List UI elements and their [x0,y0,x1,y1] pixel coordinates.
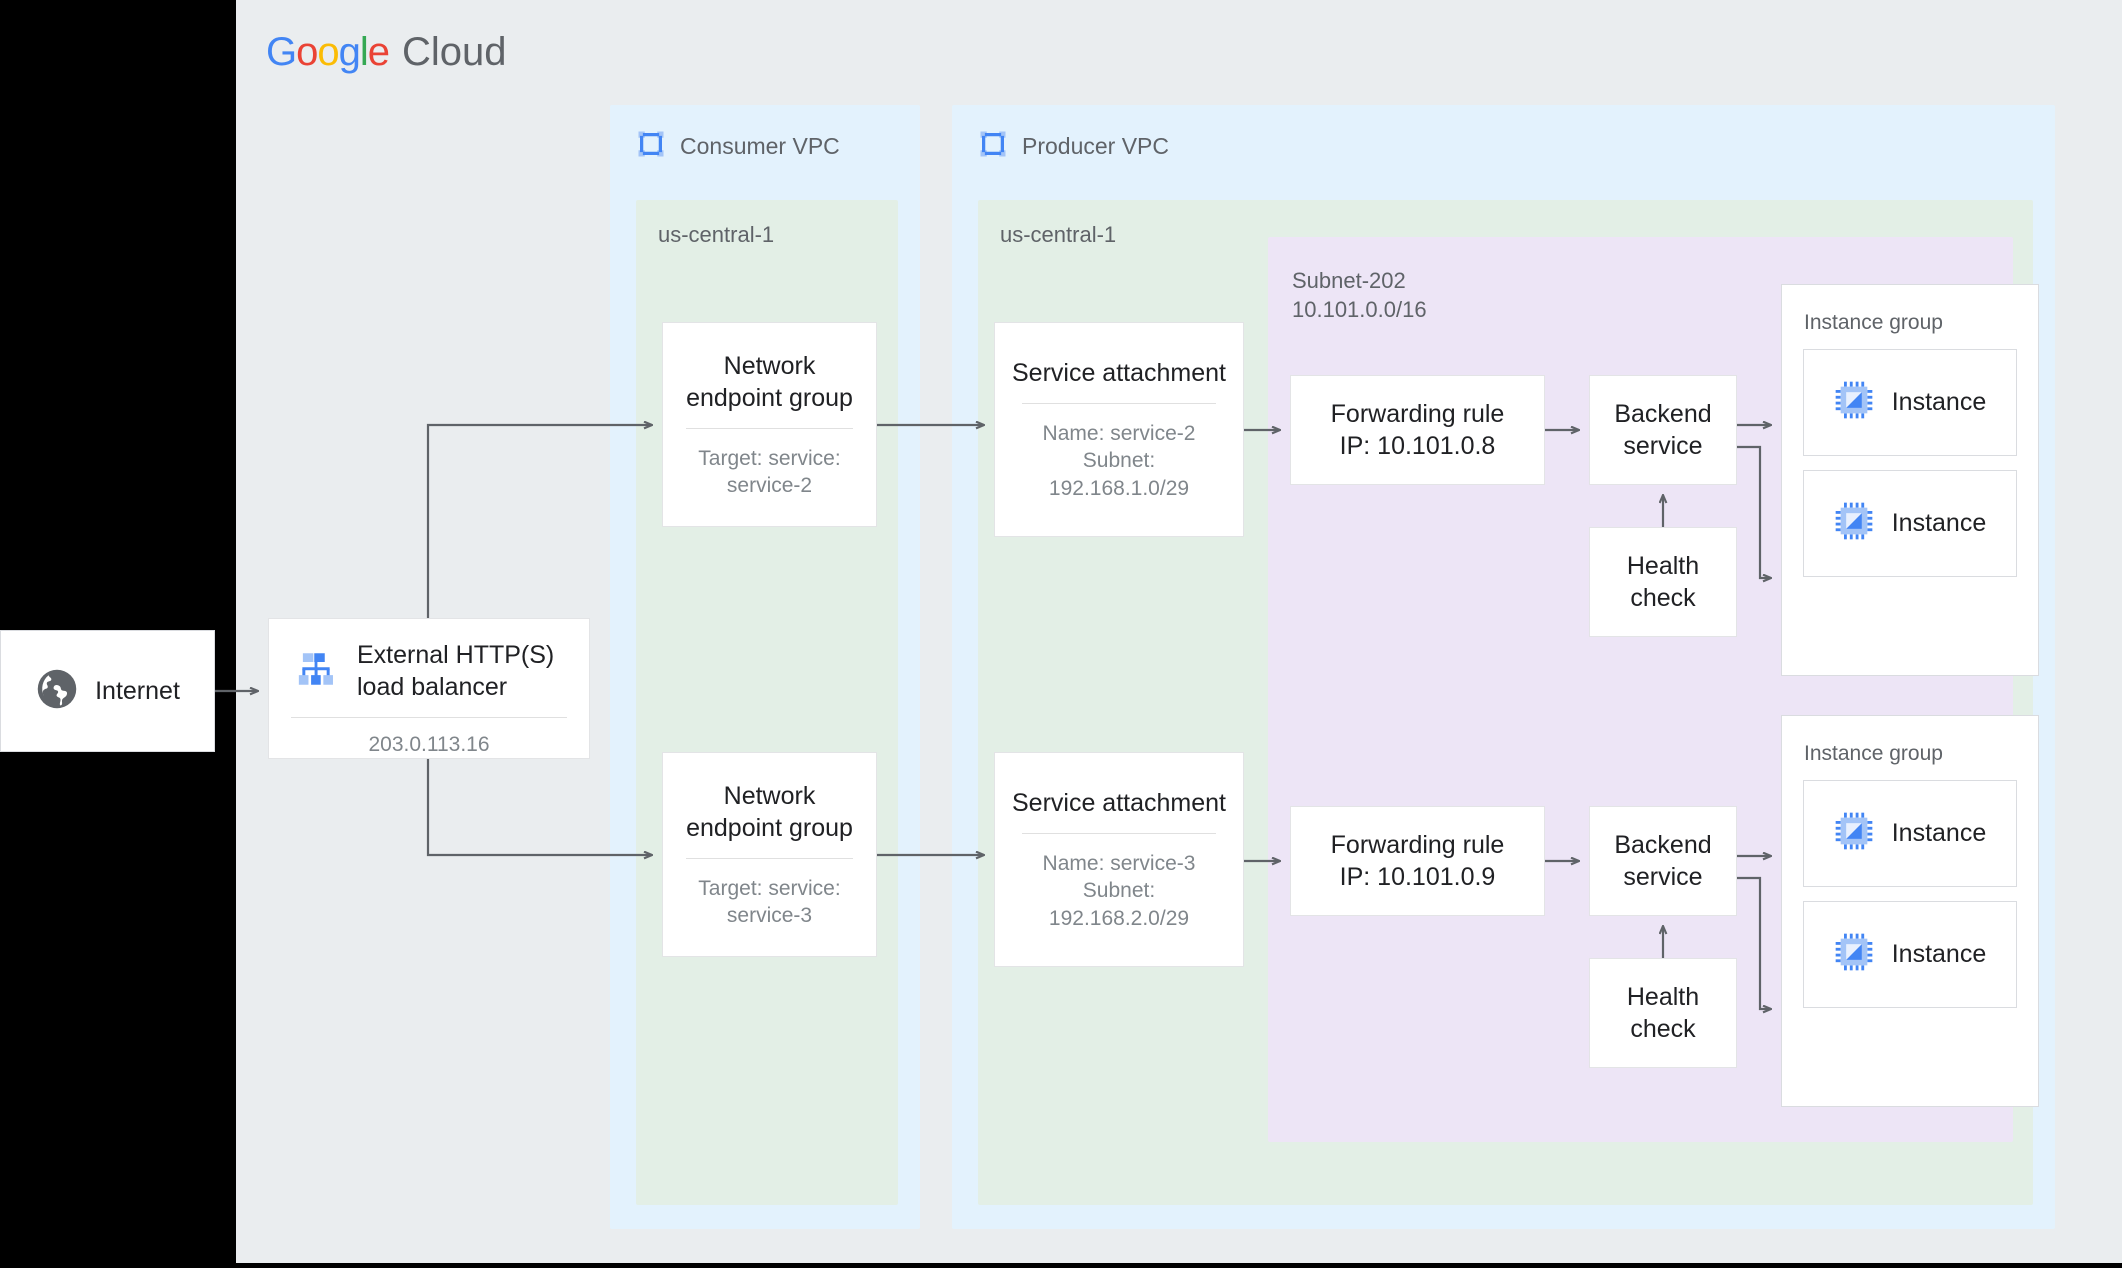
bs-1-title-line1: Backend [1614,400,1712,428]
neg-2-divider [686,857,853,859]
hc-1-title: Health check [1627,550,1699,614]
sa-2-title: Service attachment [1012,789,1226,818]
load-balancer-ip: 203.0.113.16 [368,733,490,756]
sa-1-sub-line3: 192.168.1.0/29 [1048,476,1190,500]
health-check-2: Health check [1589,958,1737,1068]
sa-2-sub-line2: Subnet: [1082,879,1156,903]
sa-1-sub-line1: Name: service-2 [1042,422,1196,446]
consumer-vpc-header: Consumer VPC [610,105,920,187]
backend-service-2: Backend service [1589,806,1737,916]
fr-2-title: Forwarding rule IP: 10.101.0.9 [1331,829,1505,893]
google-cloud-logo: Google Cloud [266,28,507,76]
load-balancer-row: External HTTP(S) load balancer [269,619,589,703]
instance-chip-icon [1834,811,1874,856]
consumer-vpc-label: Consumer VPC [680,132,840,159]
neg-2-title: Network endpoint group [686,780,853,844]
neg-1-title-line1: Network [723,351,816,380]
fr-2-title-line2: IP: 10.101.0.9 [1339,863,1496,891]
sa-1-sub-line2: Subnet: [1082,449,1156,473]
instance-chip-icon [1834,932,1874,977]
instance-group-1-instance-1: Instance [1803,349,2017,456]
instance-label: Instance [1891,509,1987,537]
neg-1-title-line2: endpoint group [686,383,853,412]
instance-label: Instance [1891,819,1987,847]
instance-group-2: Instance group Instance [1781,715,2039,1107]
load-balancer-icon [295,648,337,695]
load-balancer-node: External HTTP(S) load balancer 203.0.113… [268,618,590,759]
load-balancer-title-line2: load balancer [357,673,508,701]
google-wordmark: Google [266,30,390,74]
service-attachment-2: Service attachment Name: service-3 Subne… [994,752,1244,967]
bs-1-title-line2: service [1623,432,1703,460]
instance-label: Instance [1891,940,1987,968]
instance-chip-icon [1834,501,1874,546]
sa-2-sub-line3: 192.168.2.0/29 [1048,906,1190,930]
instance-chip-icon [1834,380,1874,425]
health-check-1: Health check [1589,527,1737,637]
vpc-icon [636,129,666,164]
forwarding-rule-2: Forwarding rule IP: 10.101.0.9 [1290,806,1545,916]
sa-2-sub-line1: Name: service-3 [1042,852,1196,876]
instance-group-1-label: Instance group [1804,311,1943,334]
neg-1-sub: Target: service: service-2 [698,445,840,500]
hc-1-title-line1: Health [1626,552,1700,580]
load-balancer-divider [291,717,567,718]
globe-icon [35,667,79,716]
sa-1-divider [1022,403,1216,405]
neg-2-sub-line2: service-3 [726,904,813,927]
vpc-icon [978,129,1008,164]
internet-label: Internet [95,676,180,705]
neg-2-sub: Target: service: service-3 [698,875,840,930]
backend-service-1: Backend service [1589,375,1737,485]
neg-1-sub-line2: service-2 [726,474,813,497]
internet-node: Internet [0,630,215,752]
neg-2-sub-line1: Target: service: [698,876,841,900]
instance-group-2-label: Instance group [1804,742,1943,765]
cloud-wordmark: Cloud [402,30,507,74]
bs-2-title-line2: service [1623,863,1703,891]
load-balancer-title-line1: External HTTP(S) [357,641,555,669]
service-attachment-1: Service attachment Name: service-2 Subne… [994,322,1244,537]
neg-1-divider [686,427,853,429]
network-endpoint-group-1: Network endpoint group Target: service: … [662,322,877,527]
subnet-name: Subnet-202 [1292,268,1406,293]
load-balancer-title: External HTTP(S) load balancer [357,639,554,703]
consumer-region-label: us-central-1 [658,222,775,247]
fr-1-title-line1: Forwarding rule [1330,400,1505,428]
subnet-label-block: Subnet-202 10.101.0.0/16 [1268,237,2013,324]
producer-vpc-label: Producer VPC [1022,132,1170,159]
neg-2-title-line1: Network [723,781,816,810]
hc-1-title-line2: check [1630,584,1696,612]
network-endpoint-group-2: Network endpoint group Target: service: … [662,752,877,957]
sa-2-sub: Name: service-3 Subnet: 192.168.2.0/29 [1043,850,1196,932]
neg-2-title-line2: endpoint group [686,813,853,842]
sa-1-title: Service attachment [1012,359,1226,388]
instance-group-1-instance-2: Instance [1803,470,2017,577]
instance-group-2-instance-2: Instance [1803,901,2017,1008]
fr-1-title: Forwarding rule IP: 10.101.0.8 [1331,398,1505,462]
sa-2-divider [1022,833,1216,835]
fr-2-title-line1: Forwarding rule [1330,831,1505,859]
producer-vpc-header: Producer VPC [952,105,2055,187]
fr-1-title-line2: IP: 10.101.0.8 [1339,432,1496,460]
bs-2-title: Backend service [1614,829,1711,893]
bs-2-title-line1: Backend [1614,831,1712,859]
instance-group-2-instance-1: Instance [1803,780,2017,887]
hc-2-title: Health check [1627,981,1699,1045]
subnet-cidr: 10.101.0.0/16 [1292,296,1427,322]
neg-1-title: Network endpoint group [686,350,853,414]
producer-region-label: us-central-1 [1000,222,1117,247]
hc-2-title-line1: Health [1626,983,1700,1011]
instance-label: Instance [1891,388,1987,416]
bs-1-title: Backend service [1614,398,1711,462]
hc-2-title-line2: check [1630,1015,1696,1043]
instance-group-1: Instance group Instance [1781,284,2039,676]
neg-1-sub-line1: Target: service: [698,446,841,470]
forwarding-rule-1: Forwarding rule IP: 10.101.0.8 [1290,375,1545,485]
sa-1-sub: Name: service-2 Subnet: 192.168.1.0/29 [1043,420,1196,502]
